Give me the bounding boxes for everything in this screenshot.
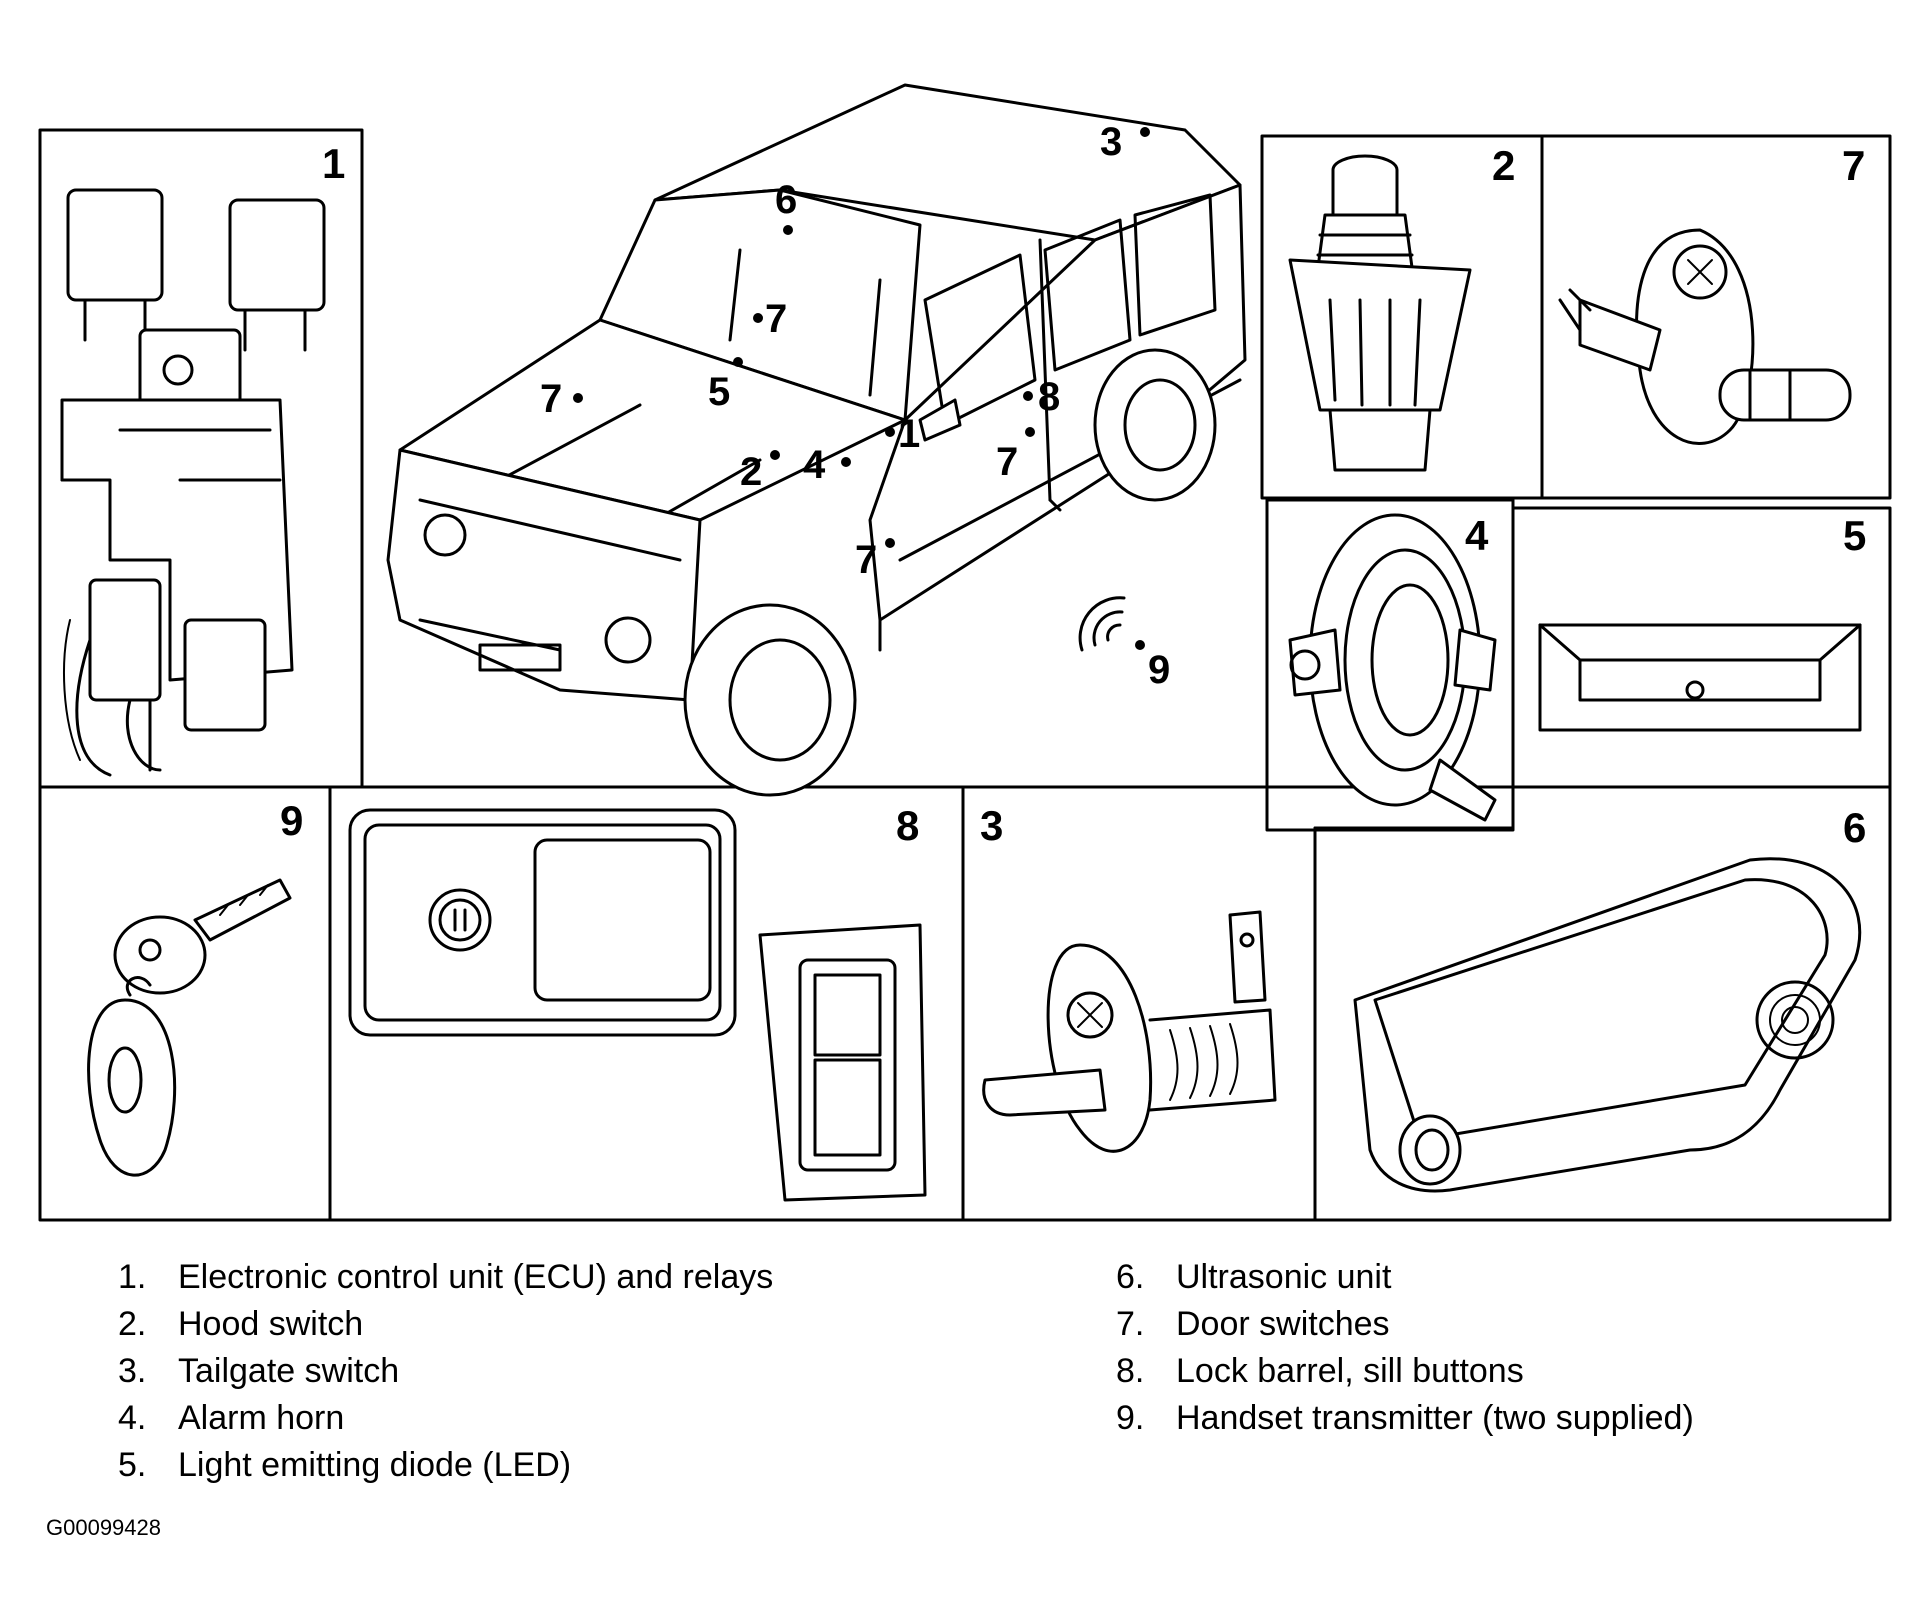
panel-number-1: 1 <box>322 140 345 187</box>
legend-left-column: 1. Electronic control unit (ECU) and rel… <box>118 1254 773 1489</box>
legend-number: 2. <box>118 1305 147 1343</box>
handset-transmitter-illustration <box>87 878 292 1177</box>
legend-item: 9. Handset transmitter (two supplied) <box>1116 1395 1694 1442</box>
legend-number: 7. <box>1116 1305 1145 1343</box>
panel-number-4: 4 <box>1465 512 1489 559</box>
callout-7-windshield: 7 <box>765 297 787 341</box>
legend-item: 1. Electronic control unit (ECU) and rel… <box>118 1254 773 1301</box>
legend-number: 6. <box>1116 1258 1145 1296</box>
legend-item: 6. Ultrasonic unit <box>1116 1254 1694 1301</box>
panel-number-7: 7 <box>1842 142 1865 189</box>
panel-frames <box>38 128 1892 1222</box>
callout-3: 3 <box>1100 120 1122 164</box>
panel-number-6: 6 <box>1843 804 1866 851</box>
panel-5-frame <box>1511 506 1892 790</box>
tailgate-switch-illustration <box>982 910 1277 1153</box>
callout-7-front-door: 7 <box>855 538 877 582</box>
callout-7-door: 7 <box>996 440 1018 484</box>
door-switch-illustration <box>1558 228 1852 445</box>
callout-5: 5 <box>708 370 730 414</box>
callout-4: 4 <box>803 443 826 487</box>
legend-text: Light emitting diode (LED) <box>178 1446 572 1484</box>
callout-8: 8 <box>1038 375 1060 419</box>
legend-text: Handset transmitter (two supplied) <box>1176 1399 1694 1437</box>
callout-2: 2 <box>740 450 762 494</box>
legend-text: Ultrasonic unit <box>1176 1258 1392 1296</box>
legend-right-column: 6. Ultrasonic unit 7. Door switches 8. L… <box>1116 1254 1694 1442</box>
led-illustration <box>1538 623 1862 732</box>
callout-6: 6 <box>775 178 797 222</box>
legend-item: 7. Door switches <box>1116 1301 1694 1348</box>
legend-number: 4. <box>118 1399 147 1437</box>
panel-4-frame <box>1265 498 1515 832</box>
callout-dots <box>573 127 1150 650</box>
legend-item: 4. Alarm horn <box>118 1395 773 1442</box>
lock-barrel-illustration <box>348 808 927 1202</box>
panel-numbers: 1 2 7 4 5 9 8 3 6 <box>280 140 1866 851</box>
legend-number: 9. <box>1116 1399 1145 1437</box>
panel-number-3: 3 <box>980 802 1003 849</box>
legend-number: 8. <box>1116 1352 1145 1390</box>
legend-text: Electronic control unit (ECU) and relays <box>178 1258 774 1296</box>
panel-number-5: 5 <box>1843 512 1866 559</box>
panel-number-9: 9 <box>280 797 303 844</box>
panel-number-2: 2 <box>1492 142 1515 189</box>
ultrasonic-unit-illustration <box>1353 857 1862 1193</box>
alarm-horn-illustration <box>1288 513 1497 822</box>
panel-number-8: 8 <box>896 802 919 849</box>
legend-text: Hood switch <box>178 1305 364 1343</box>
legend-text: Lock barrel, sill buttons <box>1176 1352 1524 1390</box>
vehicle-illustration <box>386 83 1247 797</box>
legend-item: 8. Lock barrel, sill buttons <box>1116 1348 1694 1395</box>
legend-item: 5. Light emitting diode (LED) <box>118 1442 773 1489</box>
callout-1: 1 <box>898 412 920 456</box>
legend-text: Tailgate switch <box>178 1352 400 1390</box>
callout-9: 9 <box>1148 648 1170 692</box>
legend-number: 1. <box>118 1258 147 1296</box>
bottom-row-frame <box>38 785 1892 1222</box>
callout-7-hood: 7 <box>540 377 562 421</box>
legend-item: 3. Tailgate switch <box>118 1348 773 1395</box>
panel-7-frame <box>1540 134 1892 500</box>
legend-number: 5. <box>118 1446 147 1484</box>
ecu-relays-illustration <box>60 188 326 777</box>
legend-text: Alarm horn <box>178 1399 345 1437</box>
legend-text: Door switches <box>1176 1305 1390 1343</box>
legend-number: 3. <box>118 1352 147 1390</box>
hood-switch-illustration <box>1288 154 1472 472</box>
legend-item: 2. Hood switch <box>118 1301 773 1348</box>
figure-id: G00099428 <box>46 1515 161 1540</box>
callout-labels: 3 6 7 7 5 1 8 2 4 7 7 9 <box>540 120 1170 692</box>
